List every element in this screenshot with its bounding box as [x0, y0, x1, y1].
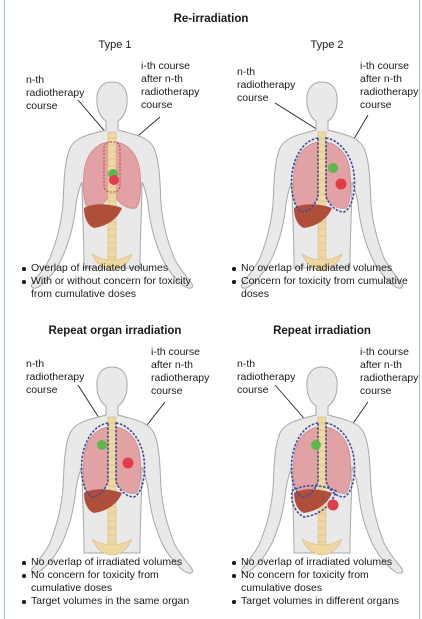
spine-shape	[318, 417, 326, 553]
repeat-bullets: No overlap of irradiated volumes No conc…	[232, 556, 399, 608]
green-target-marker	[311, 440, 321, 450]
bullet-item: No overlap of irradiated volumes	[232, 556, 399, 569]
bullet-item: No concern for toxicity from	[232, 569, 399, 582]
bullet-continuation: cumulative doses	[232, 582, 399, 595]
human-body-icon	[241, 367, 402, 573]
red-target-marker	[328, 500, 339, 511]
bullet-item: Target volumes in different organs	[232, 595, 399, 608]
